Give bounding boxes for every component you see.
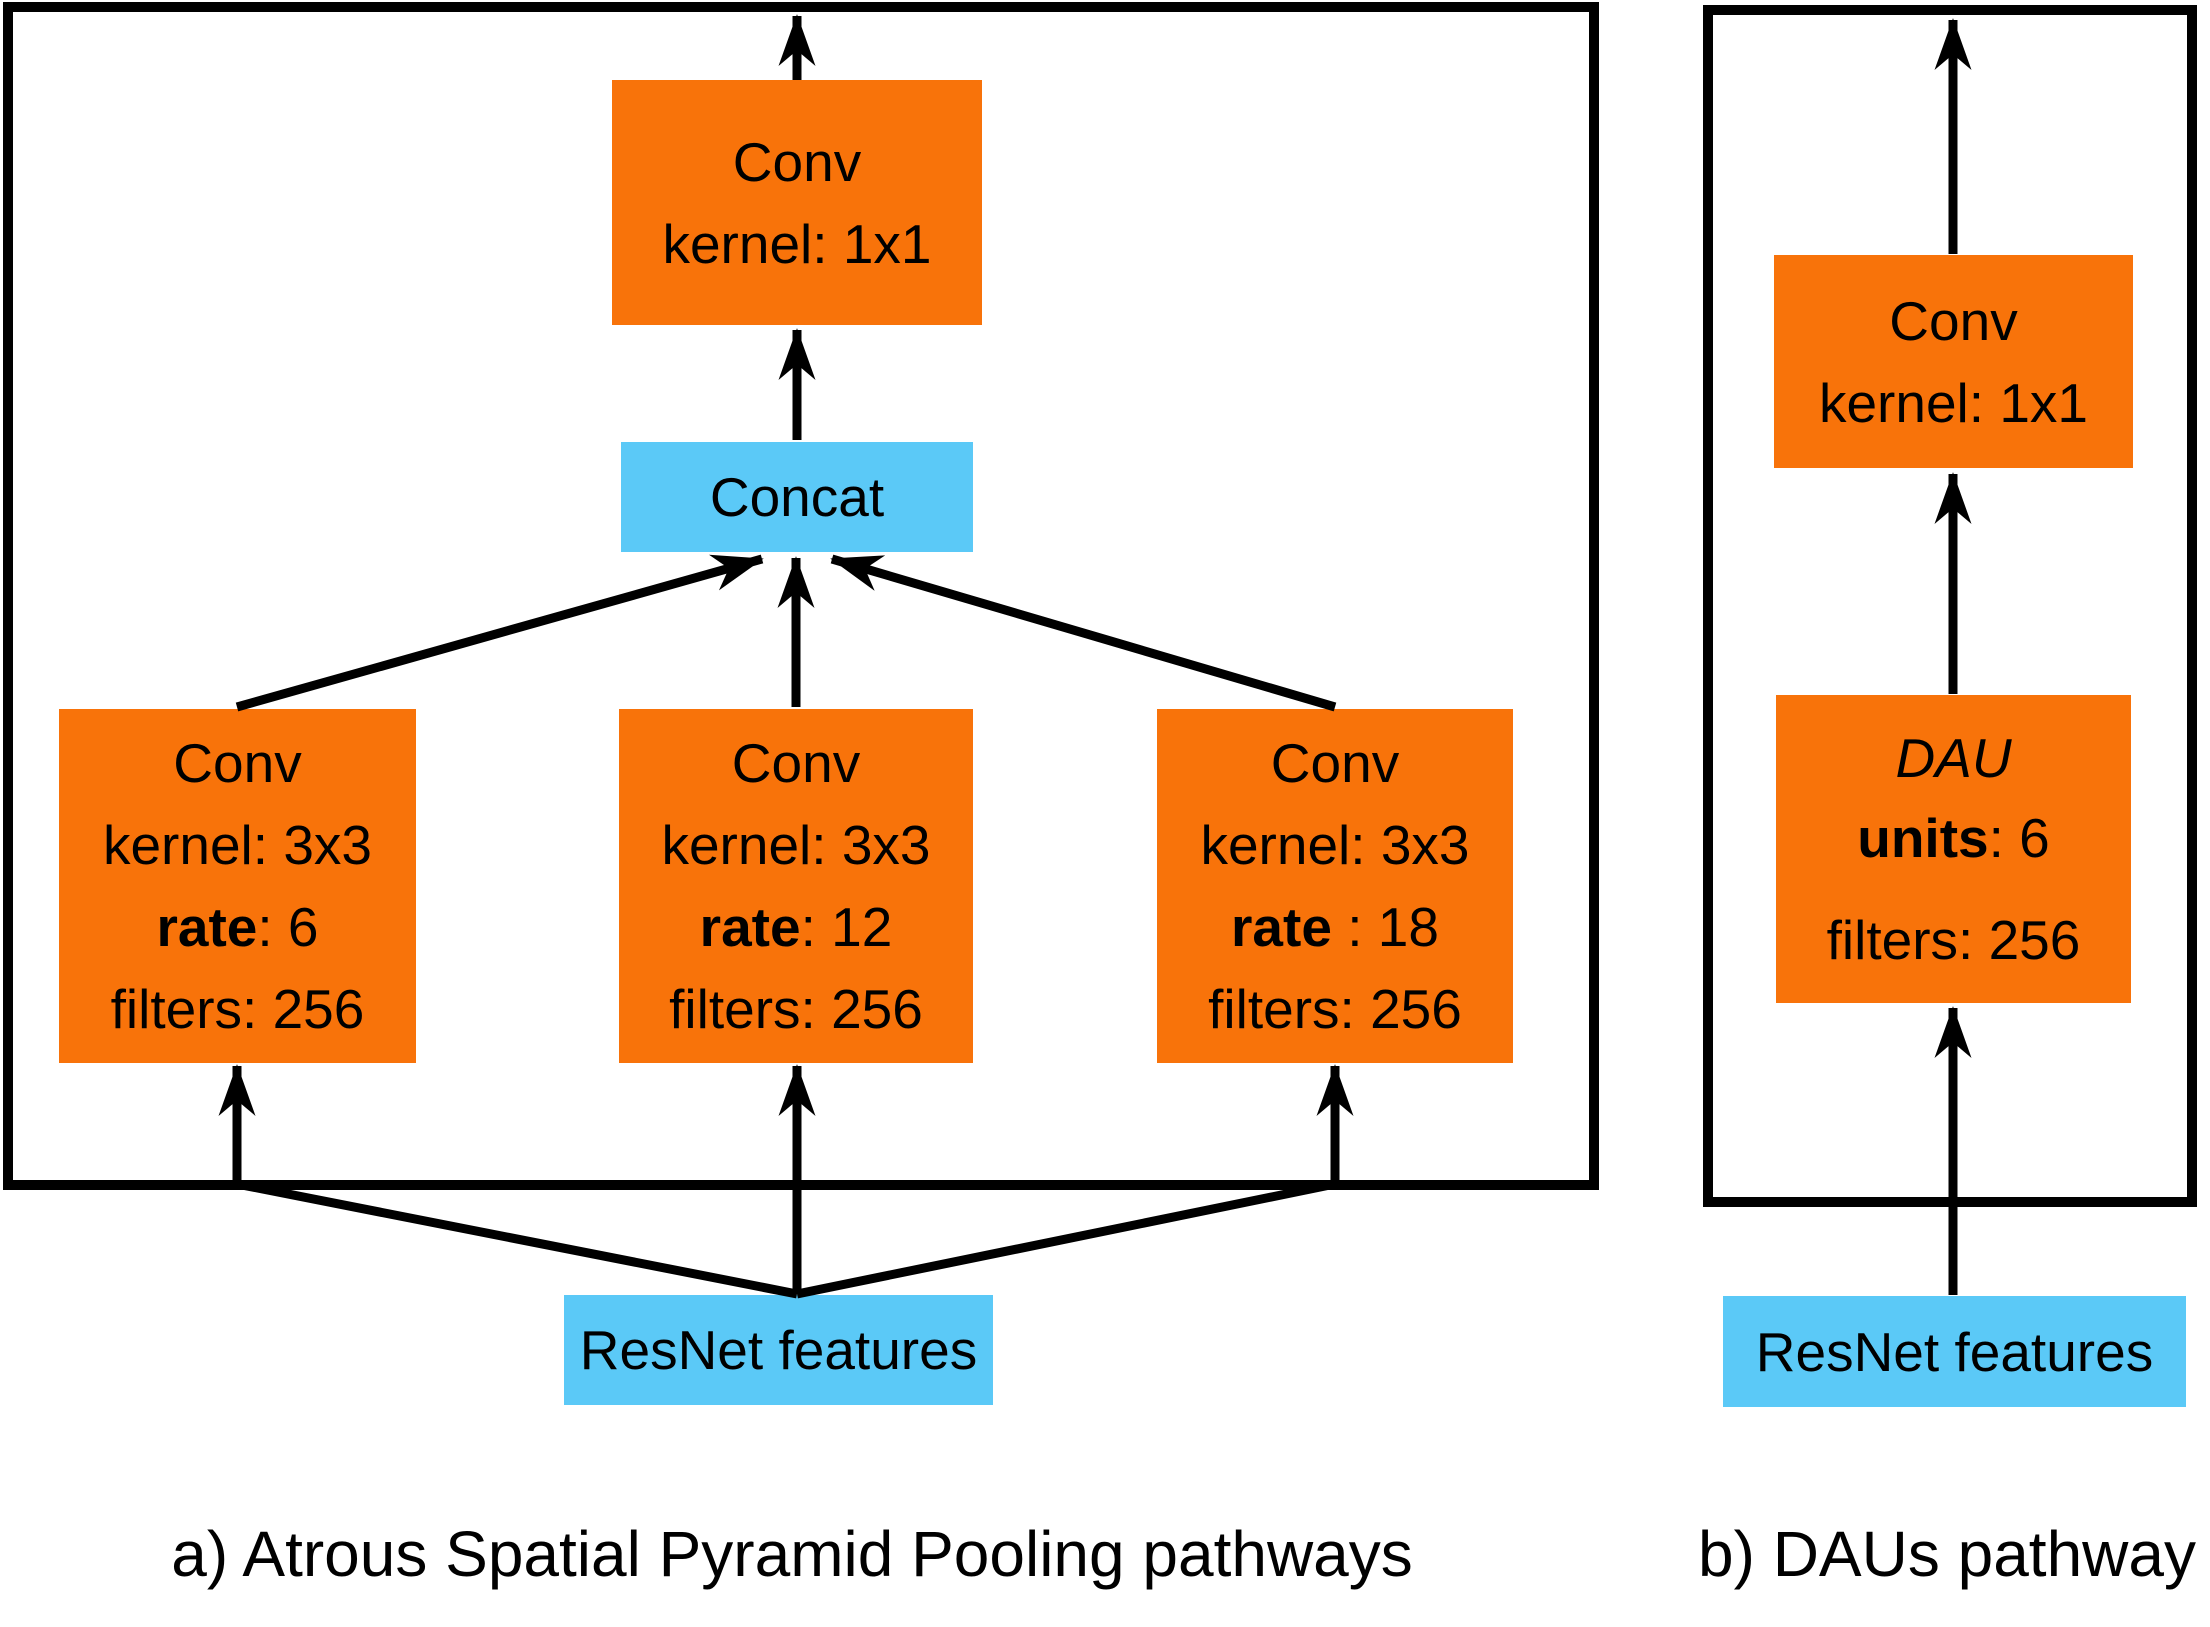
conv-title: Conv [732, 130, 862, 193]
conv-title: Conv [1889, 289, 2018, 352]
rate-value: : 12 [800, 896, 893, 958]
branch-kernel: kernel: 3x3 [1200, 814, 1470, 876]
conv-kernel: kernel: 1x1 [1818, 371, 2089, 434]
branch-kernel: kernel: 3x3 [102, 814, 373, 876]
rate-value: : 6 [257, 896, 319, 958]
dau-node: DAU units: 6 filters: 256 [1776, 695, 2131, 1003]
branch-filters: filters: 256 [1208, 978, 1462, 1040]
branch-filters: filters: 256 [110, 978, 365, 1040]
caption-dau: b) DAUs pathway [1698, 1518, 2196, 1590]
aspp-resnet-features-node: ResNet features [564, 1295, 993, 1405]
rate-value: : 18 [1331, 896, 1439, 958]
aspp-output-conv-node: Conv kernel: 1x1 [612, 80, 982, 325]
concat-label: Concat [709, 466, 885, 528]
concat-node: Concat [621, 442, 973, 552]
branch-kernel: kernel: 3x3 [661, 814, 931, 876]
resnet-label: ResNet features [579, 1319, 978, 1381]
branch-title: Conv [173, 732, 302, 794]
caption-aspp: a) Atrous Spatial Pyramid Pooling pathwa… [171, 1518, 1413, 1590]
branch-title: Conv [731, 732, 861, 794]
aspp-branch-rate6-node: Conv kernel: 3x3 rate: 6 filters: 256 [59, 709, 416, 1063]
rate-label: rate [1231, 896, 1332, 958]
branch-rate: rate: 12 [700, 886, 893, 968]
rate-label: rate [156, 896, 258, 958]
dau-title: DAU [1895, 727, 2012, 789]
dau-boundary-box [1703, 5, 2197, 1207]
branch-filters: filters: 256 [669, 978, 923, 1040]
dau-output-conv-node: Conv kernel: 1x1 [1774, 255, 2133, 468]
aspp-branch-rate12-node: Conv kernel: 3x3 rate: 12 filters: 256 [619, 709, 973, 1063]
aspp-branch-rate18-node: Conv kernel: 3x3 rate : 18 filters: 256 [1157, 709, 1513, 1063]
units-value: : 6 [1988, 807, 2050, 869]
branch-rate: rate: 6 [156, 886, 318, 968]
rate-label: rate [699, 896, 801, 958]
dau-filters: filters: 256 [1826, 909, 2081, 971]
units-label: units [1857, 807, 1989, 869]
conv-kernel: kernel: 1x1 [662, 212, 932, 275]
resnet-label: ResNet features [1755, 1320, 2154, 1383]
dau-units: units: 6 [1857, 798, 2050, 878]
branch-title: Conv [1270, 732, 1400, 794]
branch-rate: rate : 18 [1231, 886, 1439, 968]
dau-resnet-features-node: ResNet features [1723, 1296, 2186, 1407]
